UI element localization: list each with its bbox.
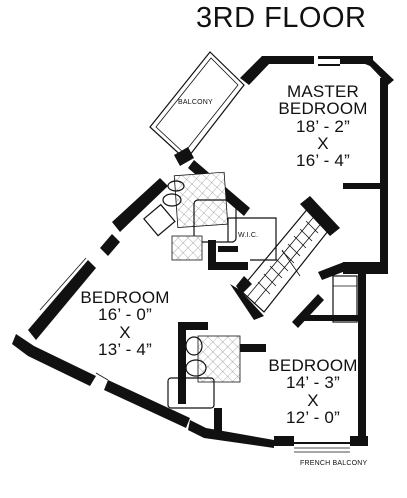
east-bedroom-dim2: 12’ - 0” [286,407,340,427]
east-bedroom-by: X [307,390,319,410]
bathroom-south [167,322,266,432]
east-bedroom-walls [188,262,368,453]
balcony-label: BALCONY [178,99,213,106]
wic-label: W.I.C. [238,232,259,239]
balcony [149,51,245,161]
master-bedroom-dim1: 18’ - 2” [296,116,350,136]
west-bedroom-label: BEDROOM 16’ - 0” X 13’ - 4” [70,288,180,359]
master-bedroom-dim2: 16’ - 4” [296,151,350,171]
master-bedroom-label: MASTER BEDROOM 18’ - 2” X 16’ - 4” [270,83,376,170]
master-bedroom-name-line2: BEDROOM [278,99,368,119]
west-bedroom-by: X [119,322,131,342]
floor-title: 3RD FLOOR [196,2,367,34]
east-bedroom-name: BEDROOM [268,356,358,375]
west-bedroom-walls [12,234,190,428]
west-bedroom-name: BEDROOM [80,288,170,307]
east-bedroom-label: BEDROOM 14’ - 3” X 12’ - 0” [258,356,368,427]
master-bedroom-walls [240,56,394,274]
west-bedroom-dim1: 16’ - 0” [98,305,152,325]
walk-in-closet [227,217,277,261]
staircase [230,196,340,320]
west-bedroom-dim2: 13’ - 4” [98,339,152,359]
east-bedroom-dim1: 14’ - 3” [286,373,340,393]
french-balcony-label: FRENCH BALCONY [300,460,368,467]
bathroom-north [112,147,250,270]
master-bedroom-name-line1: MASTER [286,82,360,101]
master-bedroom-by: X [317,133,329,153]
